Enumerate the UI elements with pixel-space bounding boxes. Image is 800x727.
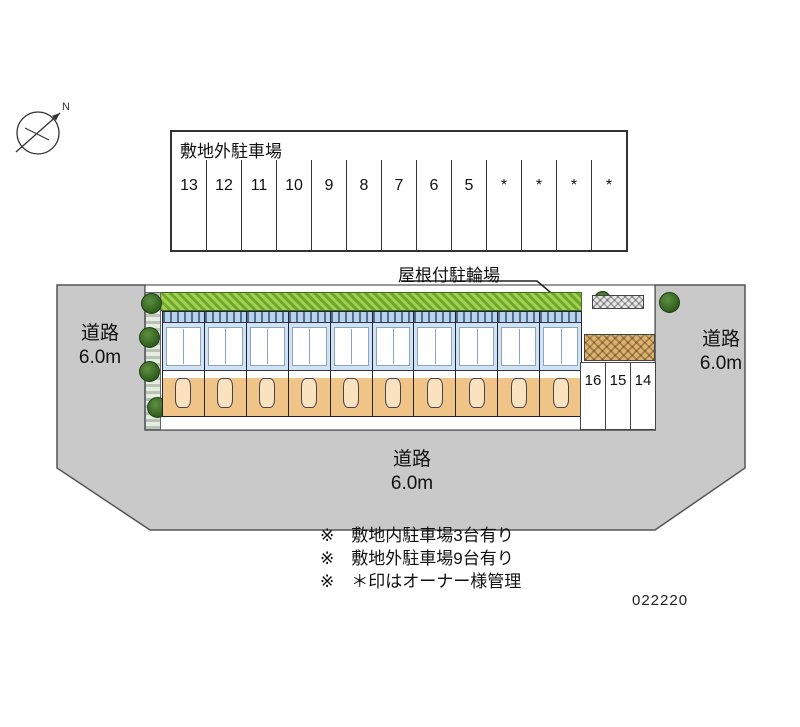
road-width: 6.0m <box>390 473 434 494</box>
parking-stall: 12 <box>206 160 241 250</box>
plan-number: 022220 <box>632 592 689 609</box>
parking-stall: 7 <box>381 160 416 250</box>
footnotes: ※ 敷地内駐車場3台有り ※ 敷地外駐車場9台有り ※ ＊印はオーナー様管理 <box>320 524 521 593</box>
building-unit <box>246 312 289 416</box>
compass-north-label: N <box>62 101 70 113</box>
parking-stall: 13 <box>180 177 198 194</box>
unit-parking-space <box>372 378 414 416</box>
tree-icon <box>139 361 160 382</box>
bicycle-parking-label: 屋根付駐輪場 <box>398 266 500 285</box>
unit-entry-strip <box>540 312 581 323</box>
car-icon <box>343 378 360 408</box>
footnote: ※ 敷地内駐車場3台有り <box>320 526 514 545</box>
building-unit <box>204 312 247 416</box>
unit-entry-strip <box>414 312 456 323</box>
unit-parking-space <box>163 378 204 416</box>
car-icon <box>468 378 485 408</box>
tree-icon <box>659 292 680 313</box>
unit-floorplan <box>540 323 581 371</box>
parking-stall: 8 <box>346 160 381 250</box>
parking-stall: * <box>591 160 626 250</box>
parking-stall: * <box>486 160 521 250</box>
unit-parking-space <box>498 378 540 416</box>
unit-floorplan <box>204 323 246 371</box>
offsite-parking-title: 敷地外駐車場 <box>180 142 282 161</box>
unit-floorplan <box>414 323 456 371</box>
unit-floorplan <box>163 323 204 371</box>
unit-entry-strip <box>372 312 414 323</box>
car-icon <box>301 378 318 408</box>
greenery-strip <box>146 292 582 311</box>
unit-entry-strip <box>330 312 372 323</box>
unit-parking-space <box>246 378 288 416</box>
unit-parking-space <box>456 378 498 416</box>
tree-icon <box>141 293 162 314</box>
building-units <box>162 311 582 417</box>
road-name: 道路 <box>80 323 119 344</box>
offsite-parking-cells: 13 12 11 10 9 8 7 6 5 * * * * <box>172 160 626 250</box>
unit-parking-space <box>204 378 246 416</box>
unit-floorplan <box>246 323 288 371</box>
unit-parking-space <box>414 378 456 416</box>
building-unit <box>288 312 331 416</box>
parking-stall: 16 <box>584 372 602 389</box>
unit-entry-strip <box>163 312 204 323</box>
unit-parking-space <box>540 378 581 416</box>
road-label-left: 道路 6.0m <box>62 322 138 370</box>
unit-floorplan <box>288 323 330 371</box>
building-unit <box>330 312 373 416</box>
building-unit <box>498 312 541 416</box>
unit-floorplan <box>456 323 498 371</box>
bicycle-label-leader-line <box>401 280 557 298</box>
unit-floorplan <box>498 323 540 371</box>
tree-icon <box>139 327 160 348</box>
building-unit <box>414 312 457 416</box>
building-unit <box>540 312 581 416</box>
onsite-parking-stalls: 16 15 14 <box>580 362 656 430</box>
road-name: 道路 <box>701 329 740 350</box>
parking-stall: 9 <box>311 160 346 250</box>
unit-floorplan <box>330 323 372 371</box>
car-icon <box>259 378 276 408</box>
parking-stall: 10 <box>276 160 311 250</box>
road-label-bottom: 道路 6.0m <box>368 448 456 496</box>
car-icon <box>384 378 401 408</box>
road-label-right: 道路 6.0m <box>688 328 754 376</box>
unit-parking-space <box>330 378 372 416</box>
unit-entry-strip <box>456 312 498 323</box>
building-unit <box>372 312 415 416</box>
parking-stall: 6 <box>416 160 451 250</box>
unit-floorplan <box>372 323 414 371</box>
bike-rack-structure <box>592 295 644 309</box>
road-name: 道路 <box>392 449 431 470</box>
car-icon <box>510 378 527 408</box>
car-icon <box>552 378 569 408</box>
parking-stall: * <box>556 160 591 250</box>
unit-entry-strip <box>498 312 540 323</box>
building-unit <box>163 312 205 416</box>
building-unit <box>456 312 499 416</box>
offsite-parking-table: 敷地外駐車場 13 12 11 10 9 8 7 6 5 * * * * <box>170 130 628 252</box>
parking-stall: * <box>521 160 556 250</box>
footnote: ※ 敷地外駐車場9台有り <box>320 549 514 568</box>
car-icon <box>426 378 443 408</box>
car-icon <box>217 378 234 408</box>
unit-entry-strip <box>288 312 330 323</box>
unit-entry-strip <box>204 312 246 323</box>
unit-parking-space <box>288 378 330 416</box>
compass-icon: N <box>15 101 70 155</box>
parking-stall: 15 <box>605 363 630 429</box>
parking-stall: 5 <box>451 160 486 250</box>
car-icon <box>175 378 192 408</box>
hatched-structure <box>584 334 655 361</box>
road-width: 6.0m <box>78 347 122 368</box>
parking-stall: 14 <box>630 363 655 429</box>
footnote: ※ ＊印はオーナー様管理 <box>320 572 522 591</box>
unit-entry-strip <box>246 312 288 323</box>
road-width: 6.0m <box>699 353 743 374</box>
parking-stall: 11 <box>241 160 276 250</box>
